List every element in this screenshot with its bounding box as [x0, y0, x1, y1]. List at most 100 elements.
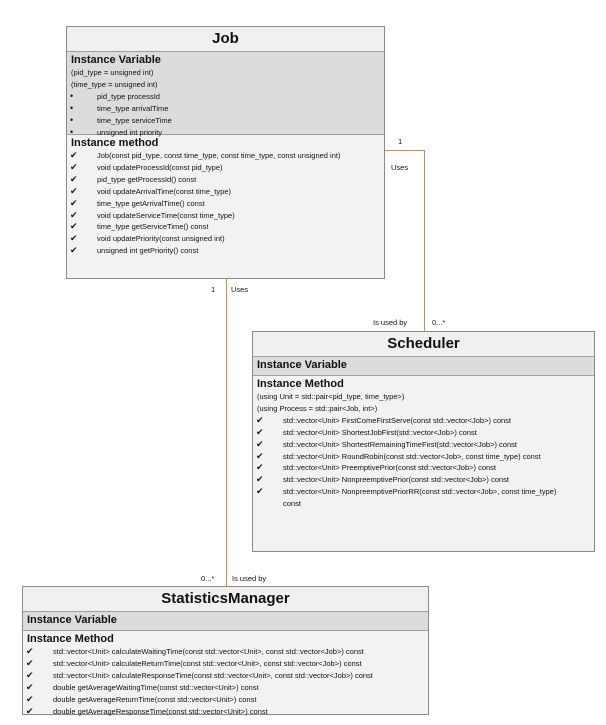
checkmark-icon: ✔: [70, 185, 78, 196]
variable-text: pid_type processId: [97, 91, 160, 101]
checkmark-icon: ✔: [70, 245, 78, 256]
method-text: double getAverageWaitingTime(const std::…: [53, 682, 259, 692]
method-text: double getAverageResponseTime(const std:…: [53, 706, 268, 716]
scheduler-variable-heading: Instance Variable: [257, 359, 347, 371]
method-item: ✔ std::vector<Unit> calculateReturnTime(c…: [26, 657, 424, 670]
method-item: ✔ std::vector<Unit> PreemptivePrior(const…: [256, 462, 590, 474]
method-item: ✔double getAverageReturnTime(const std::…: [26, 693, 424, 706]
method-item: ✔ void updatePriority(const unsigned int): [70, 233, 380, 245]
method-item: ✔Job(const pid_type, const time_type, co…: [70, 150, 380, 162]
checkmark-icon: ✔: [256, 438, 264, 449]
variable-item: • unsigned int priority: [70, 126, 380, 139]
checkmark-icon: ✔: [70, 209, 78, 220]
method-text: unsigned int getPriority() const: [97, 246, 199, 256]
checkmark-icon: ✔: [256, 426, 264, 437]
checkmark-icon: ✔: [26, 705, 34, 716]
typedef: (time_type = unsigned int): [71, 79, 158, 89]
typedef: (using Unit = std::pair<pid_type, time_t…: [257, 392, 405, 401]
method-text: std::vector<Unit> calculateResponseTime(…: [53, 670, 373, 680]
method-item: ✔ time_type getArrivalTime() const: [70, 197, 380, 210]
method-text: void updateServiceTime(const time_type): [97, 210, 235, 220]
variable-item: • time_type serviceTime: [70, 114, 380, 127]
variable-text: unsigned int priority: [97, 127, 163, 137]
method-text: time_type getServiceTime() const: [97, 222, 209, 232]
checkmark-icon: ✔: [256, 414, 264, 425]
method-text: void updateArrivalTime(const time_type): [97, 186, 231, 196]
method-item: ✔ time_type getServiceTime() const: [70, 221, 380, 233]
stats-method-heading: Instance Method: [27, 633, 114, 645]
method-text: std::vector<Unit> FirstComeFirstServe(co…: [283, 415, 511, 425]
checkmark-icon: ✔: [256, 486, 264, 497]
variable-item: • pid_type processId: [70, 90, 380, 103]
checkmark-icon: ✔: [256, 462, 264, 473]
job-methods: Instance method ✔Job(const pid_type, con…: [67, 135, 384, 258]
job-class: Job Instance Variable (pid_type = unsign…: [66, 26, 385, 279]
method-text: std::vector<Unit> calculateReturnTime(co…: [53, 658, 362, 668]
method-item: ✔pid_type getProcessId() const: [70, 173, 380, 186]
bullet-icon: •: [70, 114, 74, 125]
checkmark-icon: ✔: [70, 221, 78, 232]
scheduler-variables: Instance Variable: [253, 357, 594, 376]
scheduler-title: Scheduler: [253, 332, 594, 357]
connector-job-scheduler-v: [424, 150, 425, 331]
job-scheduler-job-multiplicity: 1: [398, 137, 403, 146]
stats-variables: Instance Variable: [23, 612, 428, 631]
checkmark-icon: ✔: [70, 173, 78, 184]
checkmark-icon: ✔: [70, 197, 78, 208]
job-scheduler-sched-multiplicity: 0...*: [432, 318, 446, 327]
method-text: std::vector<Unit> NonpreemptivePrior(con…: [283, 475, 509, 485]
method-item: ✔ double getAverageWaitingTime(const std:…: [26, 681, 424, 694]
connector-job-scheduler-h: [384, 150, 425, 151]
job-title: Job: [67, 27, 384, 52]
checkmark-icon: ✔: [26, 646, 34, 656]
method-item: ✔ std::vector<Unit> NonpreemptivePriorRR(…: [256, 486, 573, 510]
scheduler-class: Scheduler Instance Variable Instance Met…: [252, 331, 595, 552]
method-text: void updatePriority(const unsigned int): [97, 234, 225, 244]
job-stats-job-multiplicity: 1: [211, 285, 216, 294]
method-text: void updateProcessId(const pid_type): [97, 162, 223, 172]
bullet-icon: •: [70, 126, 74, 137]
variable-text: time_type arrivalTime: [97, 103, 169, 113]
method-item: ✔ void updateArrivalTime(const time_type): [70, 185, 380, 198]
method-item: ✔ std::vector<Unit> RoundRobin(const std:…: [256, 450, 590, 463]
scheduler-method-heading: Instance Method: [257, 378, 344, 390]
checkmark-icon: ✔: [26, 657, 34, 668]
method-text: std::vector<Unit> RoundRobin(const std::…: [283, 451, 541, 461]
checkmark-icon: ✔: [256, 474, 264, 485]
job-stats-stats-role: Is used by: [232, 574, 267, 583]
job-variables: Instance Variable (pid_type = unsigned i…: [67, 52, 384, 137]
method-item: ✔ void updateProcessId(const pid_type): [70, 161, 380, 174]
checkmark-icon: ✔: [26, 693, 34, 704]
checkmark-icon: ✔: [256, 450, 264, 461]
method-item: ✔ std::vector<Unit> NonpreemptivePrior(co…: [256, 474, 590, 486]
typedef: (using Process = std::pair<Job, int>): [257, 403, 378, 413]
variable-text: time_type serviceTime: [97, 115, 172, 125]
method-item: ✔std::vector<Unit> ShortestRemainingTime…: [256, 438, 590, 451]
checkmark-icon: ✔: [26, 669, 34, 680]
job-scheduler-sched-role: Is used by: [373, 318, 408, 327]
method-text: std::vector<Unit> calculateWaitingTime(c…: [53, 647, 364, 656]
bullet-icon: •: [70, 90, 74, 101]
job-stats-job-role: Uses: [231, 285, 249, 294]
checkmark-icon: ✔: [70, 161, 78, 172]
method-item: ✔ double getAverageResponseTime(const std…: [26, 705, 424, 718]
bullet-icon: •: [70, 102, 74, 113]
checkmark-icon: ✔: [70, 233, 78, 244]
method-text: std::vector<Unit> PreemptivePrior(const …: [283, 463, 497, 473]
method-item: ✔ std::vector<Unit> calculateResponseTime…: [26, 669, 424, 682]
method-item: ✔ std::vector<Unit> FirstComeFirstServe(c…: [256, 414, 590, 427]
job-stats-stats-multiplicity: 0...*: [201, 574, 215, 583]
stats-methods: Instance Method ✔std::vector<Unit> calcu…: [23, 631, 428, 718]
method-item: ✔std::vector<Unit> ShortestJobFirst(std:…: [256, 426, 590, 439]
stats-title: StatisticsManager: [23, 587, 428, 612]
typedef: (pid_type = unsigned int): [71, 68, 154, 77]
method-item: ✔ void updateServiceTime(const time_type): [70, 209, 380, 222]
checkmark-icon: ✔: [26, 681, 34, 692]
checkmark-icon: ✔: [70, 150, 78, 160]
job-method-heading: Instance method: [71, 137, 159, 149]
method-text: std::vector<Unit> NonpreemptivePriorRR(c…: [283, 487, 557, 509]
method-text: time_type getArrivalTime() const: [97, 198, 205, 208]
variable-item: • time_type arrivalTime: [70, 102, 380, 115]
scheduler-methods: Instance Method (using Unit = std::pair<…: [253, 376, 594, 511]
method-item: ✔ std::vector<Unit> calculateWaitingTime(…: [26, 646, 424, 658]
